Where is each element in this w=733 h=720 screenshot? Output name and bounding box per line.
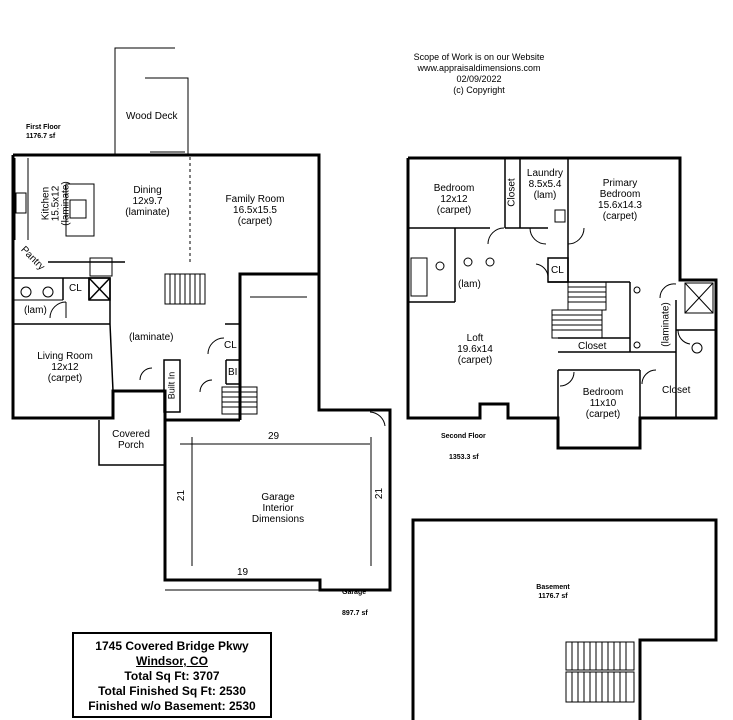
- closet-label-upper-1: Closet: [506, 178, 518, 207]
- city-text: Windsor, CO: [136, 654, 208, 668]
- laundry-label: Laundry 8.5x5.4 (lam): [526, 168, 564, 201]
- kitchen-fixtures: [14, 158, 113, 298]
- copyright-text: (c) Copyright: [453, 85, 505, 95]
- basement-stairs: [565, 641, 635, 703]
- family-room-label: Family Room 16.5x15.5 (carpet): [225, 194, 285, 227]
- garage-walls: [163, 272, 392, 592]
- second-floor-stairs: [551, 281, 607, 339]
- wood-deck-outline: [114, 47, 189, 155]
- no-basement-sqft-text: Finished w/o Basement: 2530: [88, 699, 256, 713]
- built-in-small-label: BI: [228, 367, 238, 378]
- garage-dim-top: 29: [268, 431, 280, 442]
- garage-interior-label: Garage Interior Dimensions: [251, 492, 305, 525]
- closet-label-upper-cl: CL: [551, 265, 564, 276]
- garage-dim-bottom: 19: [237, 567, 249, 578]
- garage-area: 897.7 sf: [342, 610, 368, 617]
- basement-label: Basement 1176.7 sf: [536, 584, 570, 600]
- date-text: 02/09/2022: [456, 74, 502, 84]
- kitchen-floor: (laminate): [60, 181, 72, 226]
- closet-label-upper-2: Closet: [578, 341, 607, 352]
- second-floor-area: 1353.3 sf: [449, 454, 479, 461]
- powder-room-floor: (lam): [24, 305, 47, 316]
- living-room-label: Living Room 12x12 (carpet): [37, 351, 93, 384]
- closet-label-2: CL: [224, 340, 237, 351]
- second-floor-interior-walls: [408, 158, 716, 418]
- garage-title: Garage: [342, 589, 367, 596]
- first-floor-doors: [49, 301, 225, 393]
- bedroom-2-label: Bedroom 11x10 (carpet): [582, 387, 624, 420]
- property-info-box: 1745 Covered Bridge Pkwy Windsor, CO Tot…: [72, 632, 272, 718]
- second-floor-doors: [487, 227, 691, 387]
- garage-dimension-lines: [180, 296, 372, 582]
- hall-floor-label: (laminate): [129, 332, 174, 343]
- basement-walls: [411, 518, 718, 720]
- total-sqft-text: Total Sq Ft: 3707: [124, 669, 220, 683]
- address-text: 1745 Covered Bridge Pkwy: [95, 639, 249, 653]
- bedroom-1-label: Bedroom 12x12 (carpet): [433, 183, 475, 216]
- finished-sqft-text: Total Finished Sq Ft: 2530: [98, 684, 246, 698]
- second-floor-walls: [406, 156, 718, 450]
- dining-label: Dining 12x9.7 (laminate): [125, 185, 170, 218]
- garage-dim-left: 21: [176, 489, 188, 502]
- covered-porch-label: Covered Porch: [112, 429, 150, 451]
- built-in-label: Built In: [166, 371, 177, 400]
- loft-label: Loft 19.6x14 (carpet): [457, 333, 493, 366]
- wood-deck-label: Wood Deck: [126, 111, 178, 122]
- primary-bath-floor: (laminate): [660, 302, 672, 347]
- second-floor-fixtures: [410, 209, 714, 354]
- website-text: www.appraisaldimensions.com: [417, 63, 541, 73]
- covered-porch-outline: [98, 420, 165, 466]
- closet-label-1: CL: [69, 283, 82, 294]
- garage-dim-right: 21: [374, 487, 386, 500]
- closet-label-upper-3: Closet: [662, 385, 691, 396]
- first-floor-title: First Floor 1176.7 sf: [26, 124, 61, 140]
- first-floor-interior-walls: [13, 157, 241, 420]
- scope-header: Scope of Work is on our Website www.appr…: [400, 52, 558, 96]
- second-floor-title: Second Floor: [441, 433, 486, 440]
- primary-bedroom-label: Primary Bedroom 15.6x14.3 (carpet): [598, 178, 642, 222]
- scope-line: Scope of Work is on our Website: [413, 52, 545, 62]
- upper-bath-floor: (lam): [458, 279, 481, 290]
